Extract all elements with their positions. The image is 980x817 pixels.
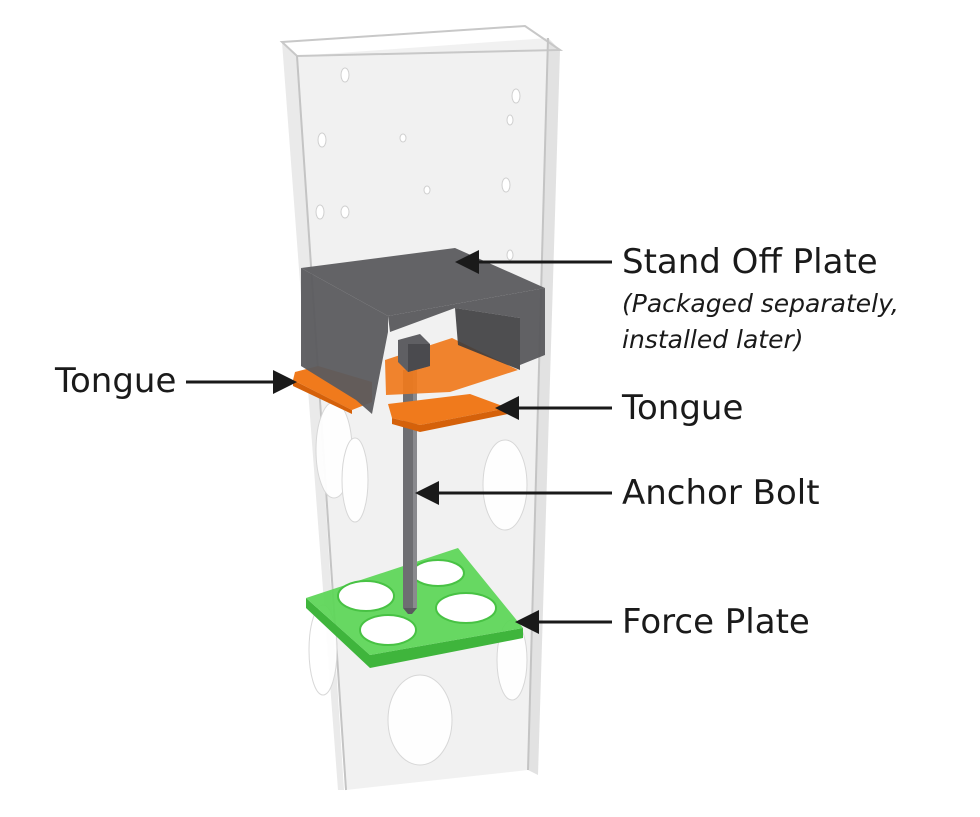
post-lower-holes: [308, 401, 528, 766]
force-plate-side: [306, 598, 523, 668]
force-plate-holes: [337, 559, 497, 646]
stand-off-plate-front: [301, 268, 388, 414]
label-tongue-left: Tongue: [55, 361, 177, 401]
leader-lines: [186, 250, 612, 634]
post-edge-right: [527, 37, 549, 771]
stand-off-plate-right: [388, 288, 545, 365]
stand-off-plate-top: [301, 248, 545, 316]
label-tongue-right: Tongue: [622, 388, 744, 428]
post-top-rim: [279, 24, 564, 58]
stand-off-plate: [301, 248, 545, 414]
label-stand-off-note-line2: installed later): [622, 325, 804, 354]
label-force-plate: Force Plate: [622, 602, 810, 642]
label-stand-off-note-line1: (Packaged separately,: [622, 289, 899, 318]
label-stand-off-plate: Stand Off Plate: [622, 242, 878, 282]
tongue-right: [388, 394, 508, 425]
label-anchor-bolt: Anchor Bolt: [622, 473, 820, 513]
post-upper-holes: [315, 67, 521, 261]
